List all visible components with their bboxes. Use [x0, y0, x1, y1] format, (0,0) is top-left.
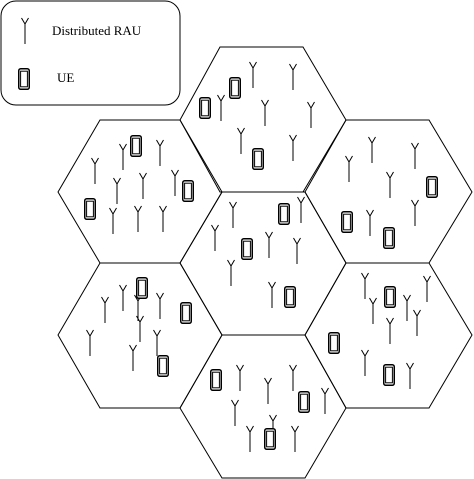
- antenna-icon: [403, 294, 411, 322]
- phone-icon: [229, 77, 241, 99]
- antenna-icon: [291, 425, 299, 453]
- phone-icon: [341, 211, 353, 233]
- hex-cell-center: [179, 191, 347, 336]
- antenna-icon: [159, 205, 167, 233]
- antenna-icon: [156, 292, 164, 320]
- antenna-icon: [231, 399, 239, 427]
- antenna-icon: [293, 237, 301, 265]
- antenna-icon: [366, 209, 374, 237]
- phone-icon: [130, 135, 142, 157]
- antenna-icon: [139, 172, 147, 200]
- antenna-icon: [134, 205, 142, 233]
- antenna-icon: [368, 136, 376, 164]
- antenna-icon: [411, 199, 419, 227]
- antenna-icon: [129, 344, 137, 372]
- phone-icon: [157, 355, 169, 377]
- phone-icon: [298, 391, 310, 413]
- antenna-icon: [91, 157, 99, 185]
- antenna-icon: [229, 201, 237, 229]
- phone-icon: [426, 176, 438, 198]
- antenna-icon: [211, 224, 219, 252]
- antenna-icon: [156, 139, 164, 167]
- antenna-icon: [217, 94, 225, 122]
- phone-icon: [383, 227, 395, 249]
- phone-icon: [18, 68, 30, 90]
- antenna-icon: [265, 231, 273, 259]
- antenna-icon: [307, 101, 315, 129]
- phone-icon: [182, 180, 194, 202]
- antenna-icon: [297, 196, 305, 224]
- phone-icon: [199, 97, 211, 119]
- hex-cell-bottom: [179, 334, 347, 479]
- antenna-icon: [153, 329, 161, 357]
- antenna-icon: [345, 155, 353, 183]
- legend-box: [0, 0, 181, 106]
- antenna-icon: [386, 171, 394, 199]
- antenna-icon: [246, 425, 254, 453]
- hex-cell-top: [179, 46, 347, 193]
- antenna-icon: [268, 281, 276, 309]
- phone-icon: [328, 332, 340, 354]
- phone-icon: [383, 364, 395, 386]
- phone-icon: [252, 148, 264, 170]
- phone-icon: [241, 238, 253, 260]
- antenna-icon: [119, 284, 127, 312]
- antenna-icon: [411, 142, 419, 170]
- antenna-icon: [171, 169, 179, 197]
- antenna-icon: [237, 127, 245, 155]
- legend: Distributed RAU UE: [0, 0, 181, 106]
- antenna-icon: [386, 317, 394, 345]
- phone-icon: [264, 428, 276, 450]
- phone-icon: [136, 277, 148, 299]
- antenna-icon: [289, 364, 297, 392]
- antenna-icon: [423, 275, 431, 303]
- phone-icon: [284, 286, 296, 308]
- antenna-icon: [413, 309, 421, 337]
- antenna-icon: [261, 99, 269, 127]
- antenna-icon: [109, 207, 117, 235]
- legend-ue-label: UE: [57, 70, 74, 85]
- antenna-icon: [361, 349, 369, 377]
- hex-cells: [57, 46, 473, 479]
- antenna-icon: [86, 329, 94, 357]
- antenna-icon: [249, 61, 257, 89]
- antenna-icon: [227, 259, 235, 287]
- antenna-icon: [119, 143, 127, 171]
- antenna-icon: [113, 177, 121, 205]
- phone-icon: [384, 286, 396, 308]
- antenna-icon: [289, 134, 297, 162]
- phone-icon: [210, 369, 222, 391]
- phone-icon: [180, 302, 192, 324]
- legend-rau-label: Distributed RAU: [52, 23, 142, 38]
- phone-icon: [84, 198, 96, 220]
- phone-icon: [278, 203, 290, 225]
- antenna-icon: [101, 296, 109, 324]
- antenna-icon: [289, 63, 297, 91]
- antenna-icon: [361, 272, 369, 300]
- antenna-icon: [236, 364, 244, 392]
- antenna-icon: [369, 297, 377, 325]
- antenna-icon: [321, 387, 329, 415]
- antenna-icon: [264, 377, 272, 405]
- antenna-icon: [406, 362, 414, 390]
